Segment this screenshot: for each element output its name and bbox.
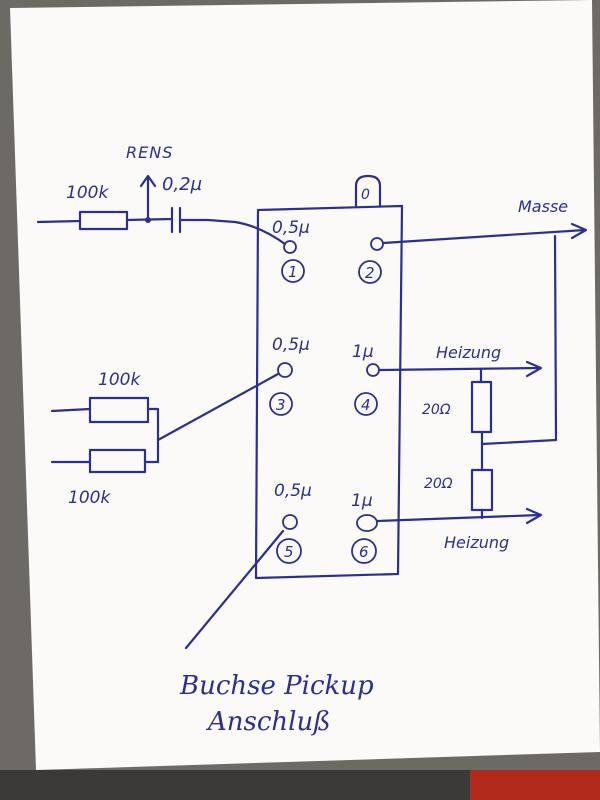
pin-2-number: 2 (365, 264, 375, 282)
pickup-wire (184, 529, 285, 650)
pin-3-number-ring (269, 392, 293, 416)
heater-resistor-lower-label: 20Ω (424, 476, 453, 492)
socket-outline (254, 204, 404, 580)
pickup-note-line1: Buchse Pickup (179, 671, 374, 701)
pin-5-cap: 0,5µ (274, 481, 312, 501)
heater-wiring-bottom (375, 507, 543, 525)
pickup-note-line2: Anschluß (206, 707, 331, 737)
masse-arrow (570, 222, 588, 240)
pin-5-number-ring (276, 538, 302, 564)
pin-5-number: 5 (284, 543, 294, 561)
pin-6-contact (356, 514, 378, 532)
pin-3-contact (277, 362, 293, 378)
pin-4-number: 4 (361, 396, 371, 414)
rens-label: RENS (126, 143, 173, 162)
pin-1-contact (283, 240, 297, 254)
left-resistor-lower-label: 100k (68, 488, 111, 508)
masse-wiring (381, 222, 588, 446)
red-object (470, 770, 600, 800)
input-cap-label: 0,2µ (162, 174, 202, 195)
pin-2-number-ring (358, 260, 382, 284)
pin-4-number-ring (354, 392, 378, 416)
masse-label: Masse (518, 197, 568, 216)
left-resistor-network (50, 372, 280, 474)
tube-socket (254, 174, 404, 580)
rens-arrow (139, 174, 157, 188)
left-resistor-upper-label: 100k (98, 370, 141, 390)
socket-key-bump (354, 174, 382, 208)
heater-wiring-top (377, 360, 543, 520)
pin-3-number: 3 (276, 396, 286, 414)
heater-top-arrow (525, 360, 543, 378)
pin-1-cap: 0,5µ (272, 218, 310, 238)
paper-sheet (10, 0, 600, 770)
pin-1-number: 1 (288, 263, 298, 281)
heater-resistor-upper-label: 20Ω (422, 402, 451, 418)
pin-6-number: 6 (359, 543, 369, 561)
socket-key-mark: 0 (361, 187, 370, 203)
input-resistor-label: 100k (66, 183, 109, 203)
pin-3-cap: 0,5µ (272, 335, 310, 355)
heater-bottom-arrow (525, 507, 543, 525)
heater-bottom-label: Heizung (444, 533, 509, 552)
pin-6-cap: 1µ (351, 491, 373, 511)
pin-1-number-ring (281, 259, 305, 283)
pin-4-cap: 1µ (352, 342, 374, 362)
pin-6-number-ring (351, 538, 377, 564)
pin-5-contact (282, 514, 298, 530)
heater-top-label: Heizung (436, 343, 501, 362)
